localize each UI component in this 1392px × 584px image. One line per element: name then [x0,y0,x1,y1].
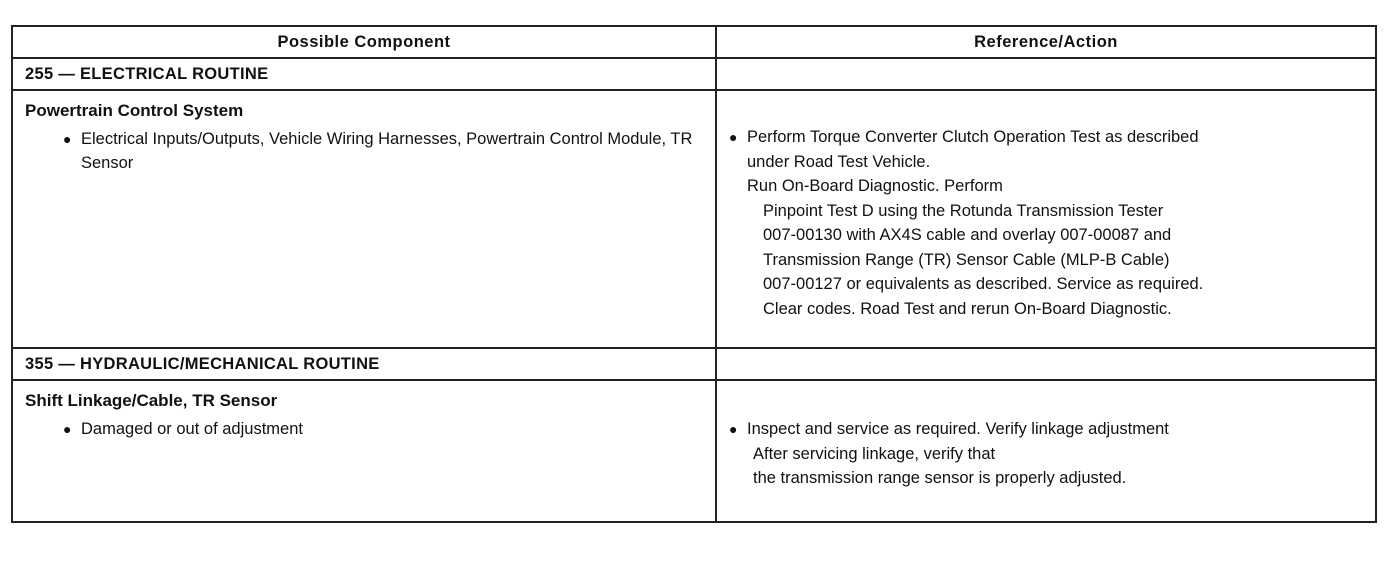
action-cell: ● Perform Torque Converter Clutch Operat… [715,89,1377,349]
table-header-row: Possible Component Reference/Action [11,25,1377,59]
section-title-cell: 255 — ELECTRICAL ROUTINE [11,57,717,91]
action-block: ● Inspect and service as required. Verif… [717,381,1375,491]
section-empty-cell [715,347,1377,381]
component-cell: Powertrain Control System ● Electrical I… [11,89,717,349]
component-heading: Powertrain Control System [25,101,244,120]
diagnosis-table: Possible Component Reference/Action 255 … [11,25,1377,523]
section-title-cell: 355 — HYDRAULIC/MECHANICAL ROUTINE [11,347,717,381]
action-line: Transmission Range (TR) Sensor Cable (ML… [763,250,1170,269]
bullet-icon: ● [729,129,738,145]
component-item: ● Damaged or out of adjustment [13,411,715,441]
action-line: Pinpoint Test D using the Rotunda Transm… [763,201,1164,220]
action-line: the transmission range sensor is properl… [753,469,1127,487]
section-row-hydraulic: 355 — HYDRAULIC/MECHANICAL ROUTINE [11,347,1377,381]
action-line: Inspect and service as required. Verify … [747,420,1169,438]
action-line: Clear codes. Road Test and rerun On-Boar… [763,299,1172,318]
section-row-electrical: 255 — ELECTRICAL ROUTINE [11,57,1377,91]
bullet-icon: ● [63,421,72,437]
section-title: 255 — ELECTRICAL ROUTINE [25,64,269,83]
action-lines: Inspect and service as required. Verify … [747,417,1169,491]
action-line: Perform Torque Converter Clutch Operatio… [747,128,1199,146]
action-line: 007-00127 or equivalents as described. S… [763,275,1204,293]
component-cell: Shift Linkage/Cable, TR Sensor ● Damaged… [11,379,717,523]
component-item-text: Damaged or out of adjustment [81,420,303,438]
action-lines: Perform Torque Converter Clutch Operatio… [747,125,1203,321]
section-title: 355 — HYDRAULIC/MECHANICAL ROUTINE [25,354,380,373]
section-empty-cell [715,57,1377,91]
table-row: Shift Linkage/Cable, TR Sensor ● Damaged… [11,379,1377,523]
column-header-possible-component: Possible Component [11,25,717,59]
action-cell: ● Inspect and service as required. Verif… [715,379,1377,523]
component-heading: Shift Linkage/Cable, TR Sensor [25,391,278,410]
action-line: Run On-Board Diagnostic. Perform [747,177,1003,195]
component-item-text: Electrical Inputs/Outputs, Vehicle Wirin… [81,130,693,172]
bullet-icon: ● [63,131,72,147]
bullet-icon: ● [729,421,738,437]
action-line: under Road Test Vehicle. [747,152,931,171]
action-block: ● Perform Torque Converter Clutch Operat… [717,91,1375,321]
column-header-reference-action: Reference/Action [715,25,1377,59]
component-item: ● Electrical Inputs/Outputs, Vehicle Wir… [13,121,715,175]
table-row: Powertrain Control System ● Electrical I… [11,89,1377,349]
action-line: After servicing linkage, verify that [753,444,996,463]
action-line: 007-00130 with AX4S cable and overlay 00… [763,226,1172,244]
